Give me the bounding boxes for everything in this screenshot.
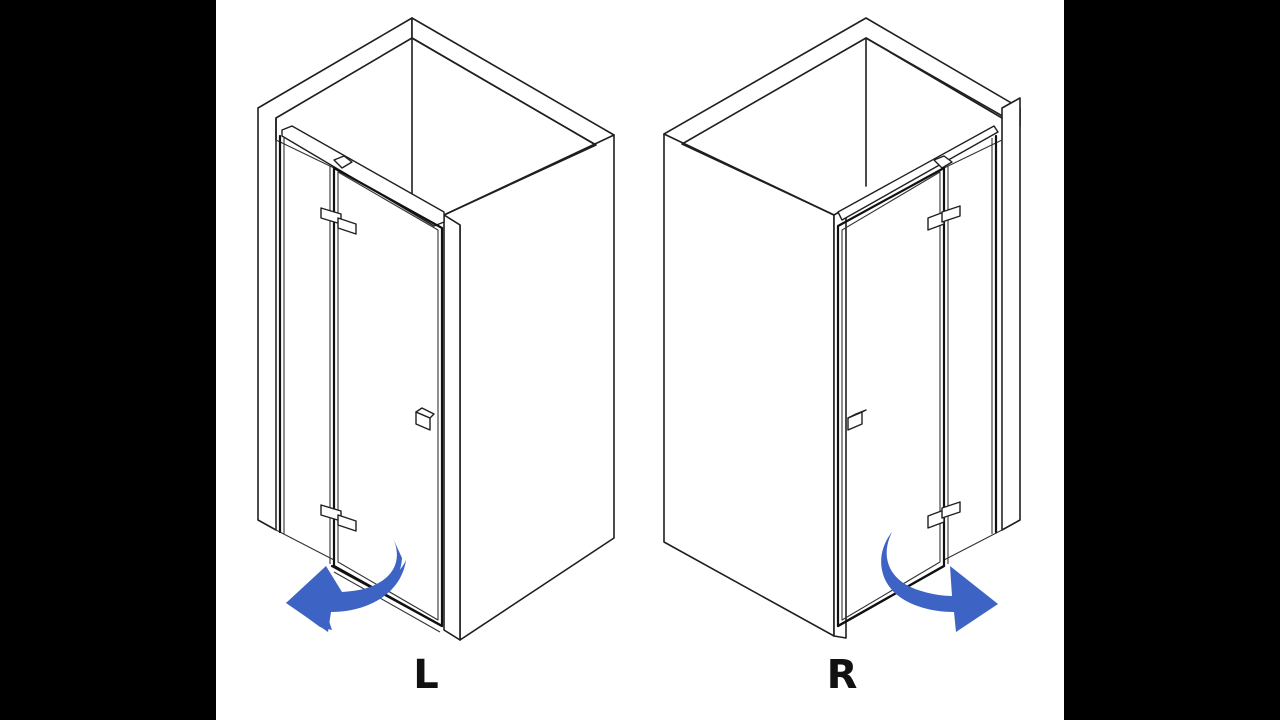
right-enclosure [663, 17, 1021, 639]
variant-label-right: R [827, 652, 858, 698]
hinge-icon [320, 504, 357, 532]
variant-label-left: L [413, 652, 439, 698]
left-side-wall [443, 134, 615, 641]
door-handle-icon [847, 409, 867, 431]
hinge-icon [320, 207, 357, 235]
right-door-panel [836, 166, 949, 628]
left-top-rail [281, 125, 445, 227]
diagram-canvas: L R [216, 0, 1064, 720]
hinge-icon [927, 501, 961, 529]
door-handle-icon [415, 407, 435, 431]
swing-arrow-left-head [286, 560, 406, 632]
swing-arrow-right-icon [881, 532, 998, 632]
shower-door-diagram: L R [257, 17, 1021, 698]
left-enclosure [257, 17, 615, 641]
left-back-wall [257, 17, 615, 531]
hinge-icon [927, 205, 961, 231]
right-fixed-panel [943, 134, 1003, 561]
right-top-rail [837, 125, 999, 221]
left-fixed-panel [275, 134, 335, 561]
left-door-panel [329, 166, 444, 633]
